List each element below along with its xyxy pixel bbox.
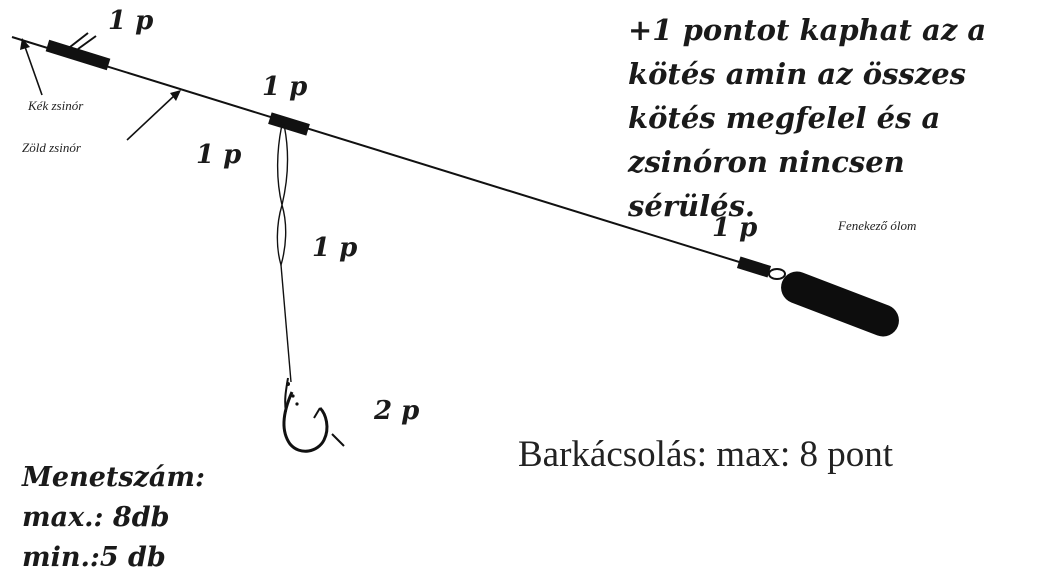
lead-weight (781, 271, 899, 337)
point-label-6: 2 p (374, 396, 420, 426)
point-label-3: 1 p (196, 140, 242, 170)
green-line-label: Zöld zsinór (22, 140, 81, 155)
point-label-1: 1 p (108, 6, 154, 36)
lead-label: Fenekező ólom (838, 218, 917, 233)
lead-swivel-ring (768, 268, 786, 280)
arrow-green-line (126, 90, 181, 141)
bonus-note: +1 pontot kaphat az a kötés amin az össz… (628, 13, 987, 223)
line-sleeve-middle (268, 112, 310, 136)
tag-end-2 (77, 35, 97, 50)
count-max: max.: 8db (22, 502, 170, 533)
diagram-title: Barkácsolás: max: 8 pont (518, 434, 894, 475)
hook-link-line (280, 264, 292, 383)
point-label-2: 1 p (262, 72, 308, 102)
tag-end-1 (69, 32, 89, 48)
point-label-5: 1 p (712, 213, 758, 243)
count-heading: Menetszám: (22, 462, 205, 493)
hook-link-loops (276, 119, 289, 268)
count-min: min.:5 db (22, 542, 166, 573)
fish-hook (282, 377, 345, 453)
line-sleeve-lead (736, 256, 772, 278)
line-sleeve-top (45, 39, 111, 71)
main-line (11, 36, 779, 275)
point-label-4: 1 p (312, 233, 358, 263)
count-block: Menetszám: max.: 8db min.:5 db (22, 458, 205, 578)
blue-line-label: Kék zsinór (28, 98, 84, 113)
arrow-blue-line (20, 38, 43, 96)
